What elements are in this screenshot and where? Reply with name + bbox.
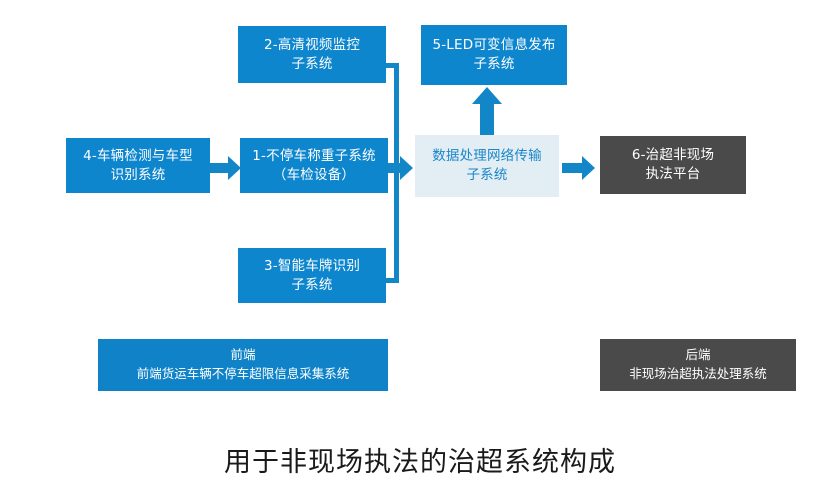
vehicle-detection-node-line1: 4-车辆检测与车型 (83, 147, 193, 164)
led-information-release-node[interactable]: 5-LED可变信息发布 子系统 (421, 25, 567, 85)
hd-video-surveillance-node[interactable]: 2-高清视频监控 子系统 (238, 26, 386, 83)
data-processing-transmission-node-line1: 数据处理网络传输 (432, 148, 542, 165)
enforcement-platform-node-line2: 执法平台 (645, 166, 701, 182)
weigh-in-motion-node[interactable]: 1-不停车称重子系统 （车检设备） (240, 138, 388, 193)
front-end-band[interactable]: 前端 前端货运车辆不停车超限信息采集系统 (98, 339, 388, 391)
data-processing-transmission-node[interactable]: 数据处理网络传输 子系统 (415, 135, 559, 197)
back-end-band-subtitle: 非现场治超执法处理系统 (629, 366, 767, 381)
license-plate-recognition-node[interactable]: 3-智能车牌识别 子系统 (238, 248, 386, 303)
weigh-in-motion-node-line2: （车检设备） (272, 166, 356, 183)
vehicle-detection-node-line2: 识别系统 (110, 166, 166, 183)
hd-video-surveillance-node-line1: 2-高清视频监控 (263, 36, 361, 53)
enforcement-platform-node-line1: 6-治超非现场 (631, 147, 715, 164)
vehicle-detection-node[interactable]: 4-车辆检测与车型 识别系统 (66, 138, 210, 193)
back-end-band[interactable]: 后端 非现场治超执法处理系统 (600, 339, 796, 391)
back-end-band-title: 后端 (685, 347, 711, 363)
license-plate-recognition-node-line2: 子系统 (291, 276, 333, 293)
led-information-release-node-line1: 5-LED可变信息发布 (432, 37, 556, 54)
data-processing-transmission-node-line2: 子系统 (466, 167, 508, 183)
arrow-node1-to-data (380, 156, 413, 180)
arrow-data-to-node5 (472, 87, 502, 137)
led-information-release-node-line2: 子系统 (473, 56, 515, 72)
front-end-band-subtitle: 前端货运车辆不停车超限信息采集系统 (136, 366, 350, 381)
diagram-caption: 用于非现场执法的治超系统构成 (224, 447, 616, 478)
license-plate-recognition-node-line1: 3-智能车牌识别 (263, 257, 361, 274)
front-end-band-title: 前端 (230, 347, 256, 363)
arrow-node4-to-node1 (208, 156, 241, 180)
arrow-data-to-node6 (562, 156, 595, 180)
hd-video-surveillance-node-line2: 子系统 (291, 55, 333, 72)
enforcement-platform-node[interactable]: 6-治超非现场 执法平台 (600, 136, 746, 194)
weigh-in-motion-node-line1: 1-不停车称重子系统 (252, 147, 376, 164)
